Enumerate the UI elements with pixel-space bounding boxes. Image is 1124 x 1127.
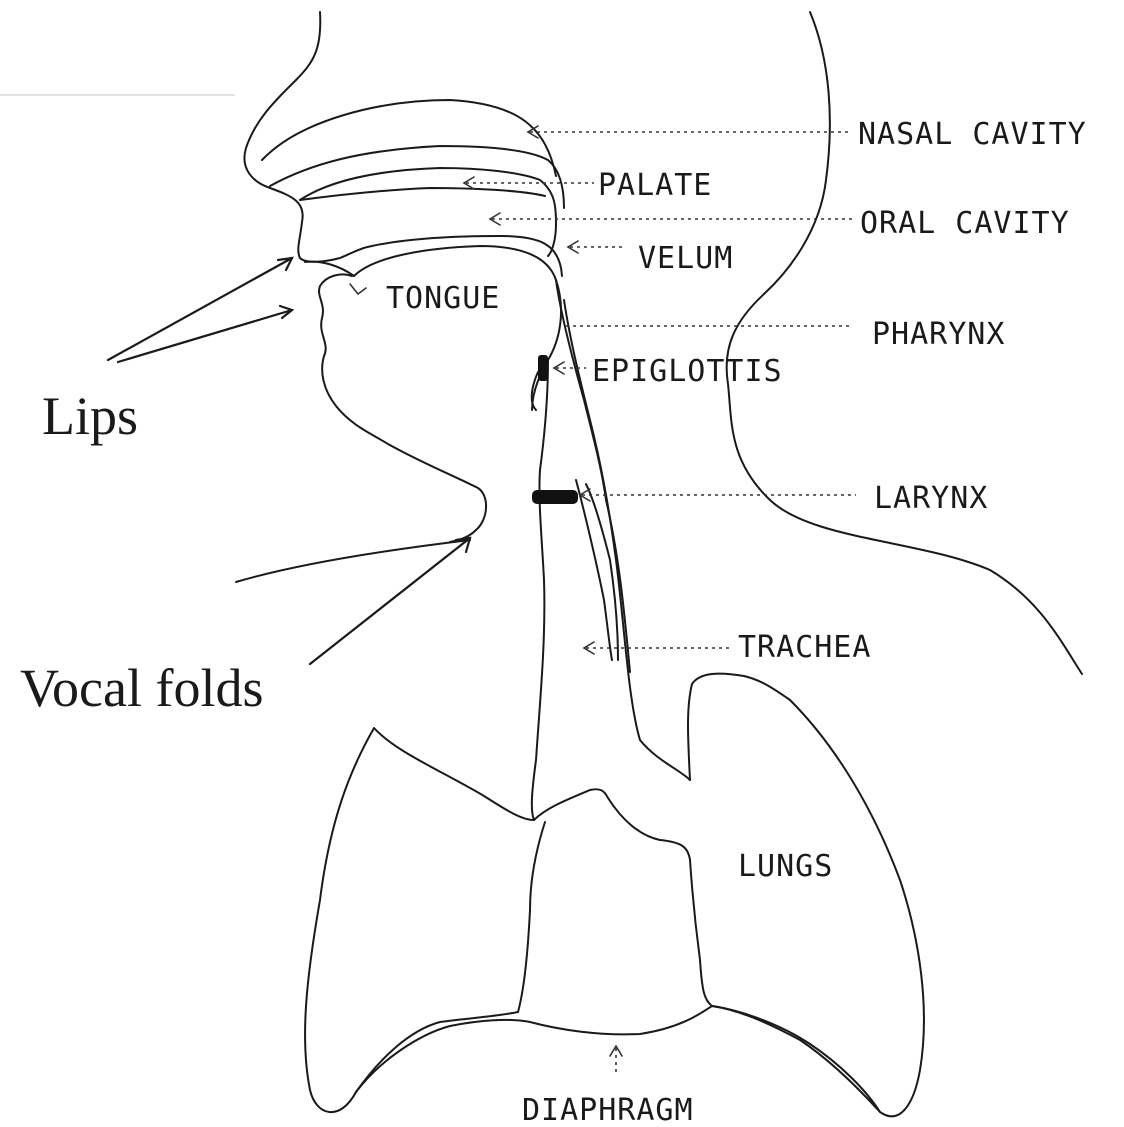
label-pharynx: PHARYNX (872, 317, 1005, 352)
lips-pointer-upper (108, 258, 292, 360)
vocal-folds-mark (532, 490, 578, 504)
label-tongue: TONGUE (386, 281, 500, 316)
epiglottis-mark (538, 355, 548, 381)
label-nasal-cavity: NASAL CAVITY (858, 117, 1087, 152)
label-trachea: TRACHEA (738, 630, 871, 665)
label-oral-cavity: ORAL CAVITY (860, 206, 1070, 241)
label-velum: VELUM (638, 241, 733, 276)
vocal-folds-pointer (310, 538, 470, 664)
label-palate: PALATE (598, 168, 712, 203)
label-lungs: LUNGS (738, 849, 833, 884)
lips-pointer-lower (118, 310, 292, 362)
text-labels: NASAL CAVITY PALATE ORAL CAVITY VELUM TO… (20, 117, 1087, 1127)
label-vocal-folds: Vocal folds (20, 658, 263, 718)
arrow-tongue (350, 284, 366, 294)
tongue-pharynx-outline (354, 246, 690, 820)
label-lips: Lips (42, 386, 138, 446)
label-diaphragm: DIAPHRAGM (522, 1093, 694, 1127)
solid-pointers (108, 258, 470, 664)
label-larynx: LARYNX (874, 481, 988, 516)
label-epiglottis: EPIGLOTTIS (592, 354, 783, 389)
